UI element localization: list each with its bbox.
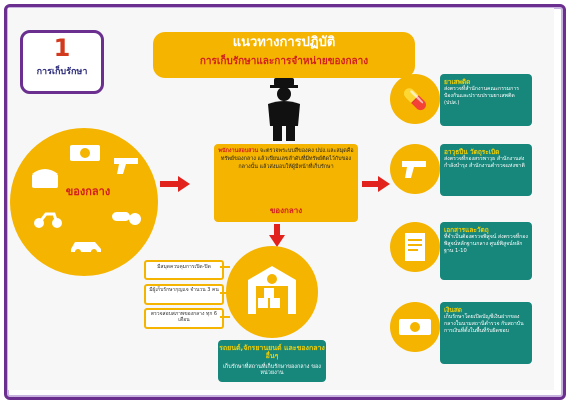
section-label: การเก็บรักษา: [36, 67, 88, 77]
card-weapons: อาวุธปืน วัตถุระเบิดส่งตรวจที่กองสรรพาวุ…: [440, 144, 532, 196]
infographic: 1 การเก็บรักษา แนวทางการปฏิบัติ การเก็บร…: [8, 8, 554, 390]
card-cash: เงินสดเก็บรักษาโดยเปิดบัญชีเงินฝากของกลา…: [440, 302, 532, 364]
page-subtitle: การเก็บรักษาและการจำหน่ายของกลาง: [199, 56, 369, 67]
connector: [220, 292, 228, 294]
pills-icon: 💊: [402, 87, 428, 111]
arrow-down-shaft: [274, 224, 280, 236]
procedure-box: พนักงานสอบสวน จะตรวจพระบบสีของคง ปปง.และ…: [214, 144, 358, 222]
card-icon-circle: [390, 144, 440, 194]
arrow-right-shaft: [362, 181, 378, 187]
page-title: แนวทางการปฏิบัติ: [232, 35, 336, 50]
card-title: ยาเสพติด: [444, 78, 471, 86]
card-icon-circle: [390, 302, 440, 352]
warehouse-icon: [248, 266, 296, 314]
card-icon-circle: 💊: [390, 74, 440, 124]
procedure-body: จะตรวจพระบบสีของคง ปปง.และสมุดคือทรัพย์ข…: [220, 148, 354, 170]
checklist-item: ตรวจสอบสภาพของกลาง ทุก 6 เดือน: [144, 308, 224, 329]
evidence-circle: [10, 128, 158, 276]
procedure-highlight: พนักงานสอบสวน: [218, 148, 259, 154]
arrow-right-icon: [378, 176, 390, 192]
document-icon: [405, 233, 425, 261]
car-icon: [71, 242, 101, 255]
storage-title: รถยนต์,จักรยานยนต์ และของกลางอื่นๆ: [219, 344, 325, 361]
checklist-item: มีผู้เก็บรักษากุญแจ จำนวน 3 คน: [144, 284, 224, 305]
money-icon: [70, 145, 100, 161]
section-number: 1: [53, 34, 71, 62]
evidence-label: ของกลาง: [65, 185, 111, 198]
card-drugs: ยาเสพติดส่งตรวจที่สำนักงานคณะกรรมการป้อง…: [440, 74, 532, 126]
storage-circle: [226, 246, 318, 338]
connector: [220, 316, 230, 318]
arrow-right-icon: [178, 176, 190, 192]
gun-icon: [114, 158, 138, 174]
checklist-item: มีสมุดควบคุมการเปิด-ปิด: [144, 260, 224, 280]
arrow-down-icon: [269, 235, 285, 247]
motorcycle-icon: [34, 212, 62, 228]
money-icon: [399, 319, 431, 335]
title-banner: แนวทางการปฏิบัติ การเก็บรักษาและการจำหน่…: [153, 32, 415, 78]
storage-body: เก็บรักษาที่สถานที่เก็บรักษาของกลาง ของห…: [223, 364, 321, 377]
chest-icon: [32, 169, 58, 188]
section-badge: 1 การเก็บรักษา: [20, 30, 104, 94]
storage-card: รถยนต์,จักรยานยนต์ และของกลางอื่นๆ เก็บร…: [218, 340, 326, 382]
card-title: เงินสด: [444, 306, 463, 314]
card-title: เอกสารและวัตถุ: [444, 226, 489, 234]
arrow-left-shaft: [160, 181, 178, 187]
procedure-bottom: ของกลาง: [269, 206, 303, 215]
procedure-text: พนักงานสอบสวน จะตรวจพระบบสีของคง ปปง.และ…: [218, 148, 354, 171]
card-documents: เอกสารและวัตถุที่จำเป็นต้องตรวจพิสูจน์ ส…: [440, 222, 532, 280]
officer-icon: [268, 78, 300, 141]
card-body: ส่งตรวจที่กองสรรพาวุธ สำนักงานส่งกำลังบำ…: [444, 156, 525, 170]
gun-icon: [402, 161, 426, 178]
card-icon-circle: [390, 222, 440, 272]
connector: [220, 266, 230, 268]
pills-icon: [112, 212, 141, 225]
card-body: ที่จำเป็นต้องตรวจพิสูจน์ ส่งตรวจที่กองพิ…: [444, 234, 528, 254]
card-title: อาวุธปืน วัตถุระเบิด: [444, 148, 500, 156]
card-body: เก็บรักษาโดยเปิดบัญชีเงินฝากของกลางในนาม…: [444, 314, 524, 334]
card-body: ส่งตรวจที่สำนักงานคณะกรรมการป้องกันและปร…: [444, 86, 520, 106]
